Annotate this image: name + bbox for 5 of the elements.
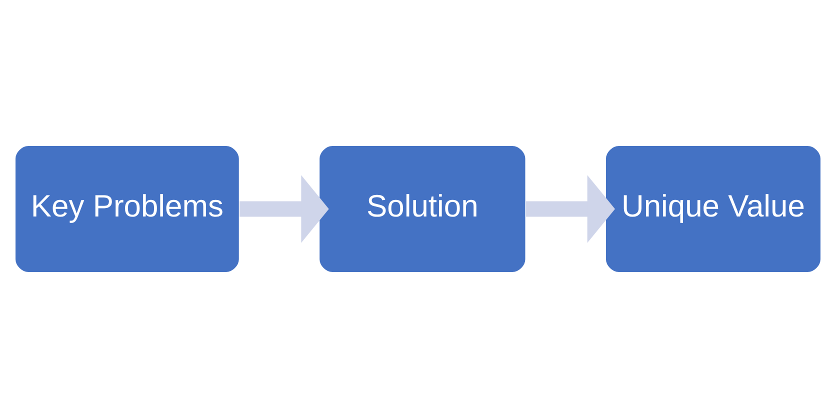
- arrow: [240, 174, 329, 242]
- node-box: Unique Value: [604, 144, 822, 273]
- arrow: [526, 174, 615, 242]
- node-box: Key Problems: [14, 144, 240, 273]
- node-box: Solution: [318, 144, 526, 273]
